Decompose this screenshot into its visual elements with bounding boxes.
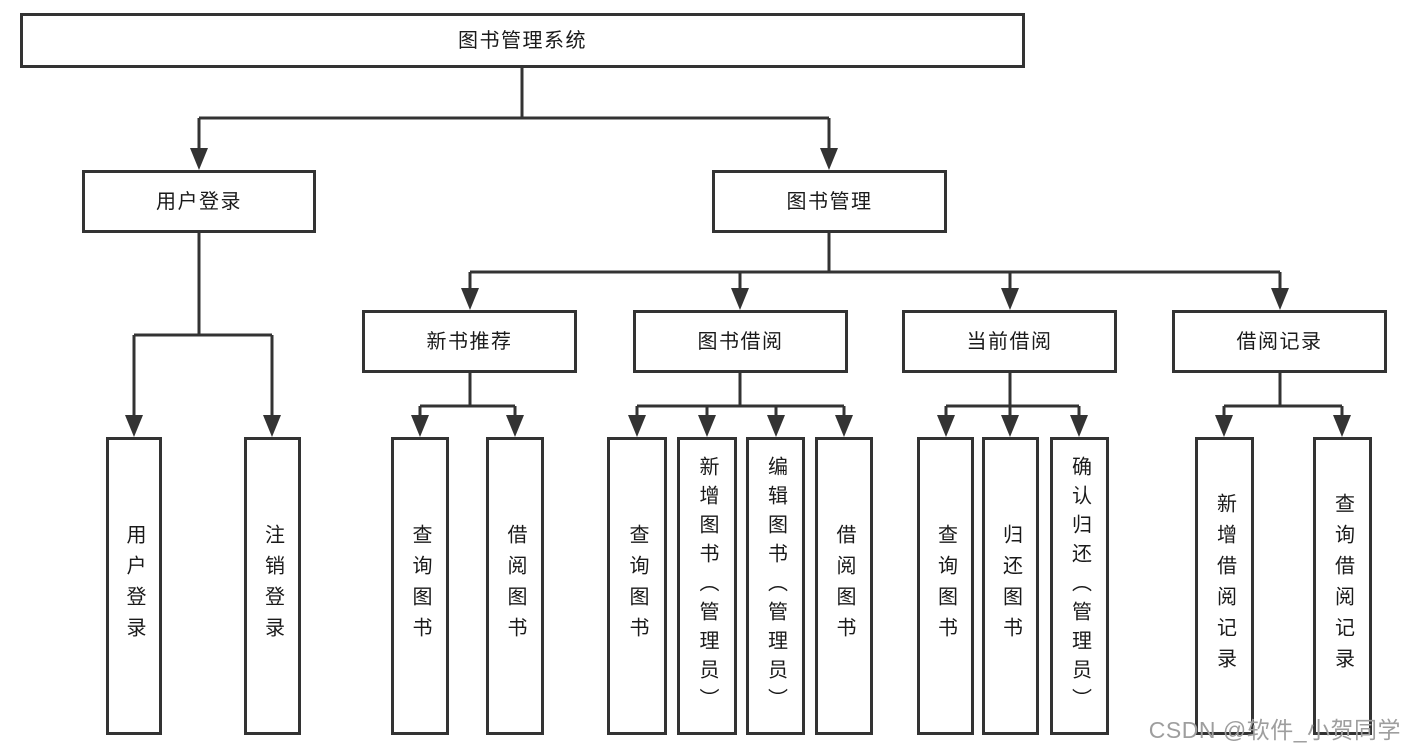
node-new-book-recommend: 新书推荐: [362, 310, 577, 373]
watermark-text: CSDN @软件_小贺同学: [1148, 717, 1401, 743]
node-root: 图书管理系统: [20, 13, 1025, 68]
node-borrow-records-label: 借阅记录: [1236, 330, 1323, 353]
leaf-records-query-record-label: 查询借阅记录: [1331, 493, 1354, 679]
node-book-management-label: 图书管理: [786, 190, 873, 213]
node-book-borrow: 图书借阅: [633, 310, 848, 373]
node-book-borrow-label: 图书借阅: [697, 330, 784, 353]
leaf-logout: 注销登录: [244, 437, 301, 735]
edge-book-management-to-level3: [461, 233, 1289, 310]
edge-new-book-to-leaves: [411, 373, 524, 437]
leaf-newbook-query-books: 查询图书: [391, 437, 449, 735]
edge-user-login-to-leaves: [125, 232, 281, 437]
leaf-records-add-record-label: 新增借阅记录: [1213, 493, 1236, 679]
node-borrow-records: 借阅记录: [1172, 310, 1387, 373]
node-current-borrow-label: 当前借阅: [966, 330, 1053, 353]
leaf-borrow-borrow-books: 借阅图书: [815, 437, 873, 735]
leaf-user-login-label: 用户登录: [123, 524, 145, 648]
edge-book-borrow-to-leaves: [628, 373, 853, 437]
leaf-user-login: 用户登录: [106, 437, 162, 735]
edge-borrow-records-to-leaves: [1215, 373, 1351, 437]
leaf-borrow-query-books: 查询图书: [607, 437, 667, 735]
leaf-current-confirm-return-admin: 确认归还（管理员）: [1050, 437, 1109, 735]
leaf-current-confirm-return-admin-label: 确认归还（管理员）: [1068, 455, 1091, 717]
leaf-newbook-borrow-books: 借阅图书: [486, 437, 544, 735]
leaf-borrow-add-books-admin-label: 新增图书（管理员）: [696, 455, 718, 717]
leaf-current-query-books: 查询图书: [917, 437, 974, 735]
leaf-current-return-books: 归还图书: [982, 437, 1039, 735]
edge-current-borrow-to-leaves: [937, 373, 1088, 437]
leaf-logout-label: 注销登录: [261, 524, 284, 648]
leaf-current-return-books-label: 归还图书: [999, 524, 1022, 648]
node-book-management: 图书管理: [712, 170, 947, 233]
leaf-borrow-edit-books-admin-label: 编辑图书（管理员）: [764, 455, 787, 717]
node-root-label: 图书管理系统: [458, 29, 587, 52]
node-new-book-recommend-label: 新书推荐: [426, 330, 513, 353]
edge-root-to-level2: [190, 67, 838, 170]
leaf-borrow-query-books-label: 查询图书: [626, 524, 648, 648]
leaf-borrow-add-books-admin: 新增图书（管理员）: [677, 437, 737, 735]
leaf-current-query-books-label: 查询图书: [934, 524, 957, 648]
leaf-borrow-edit-books-admin: 编辑图书（管理员）: [746, 437, 805, 735]
leaf-borrow-borrow-books-label: 借阅图书: [833, 524, 855, 648]
node-user-login-label: 用户登录: [156, 190, 242, 213]
node-user-login: 用户登录: [82, 170, 316, 233]
leaf-records-add-record: 新增借阅记录: [1195, 437, 1254, 735]
leaf-newbook-query-books-label: 查询图书: [409, 524, 431, 648]
leaf-records-query-record: 查询借阅记录: [1313, 437, 1372, 735]
node-current-borrow: 当前借阅: [902, 310, 1117, 373]
leaf-newbook-borrow-books-label: 借阅图书: [504, 524, 526, 648]
